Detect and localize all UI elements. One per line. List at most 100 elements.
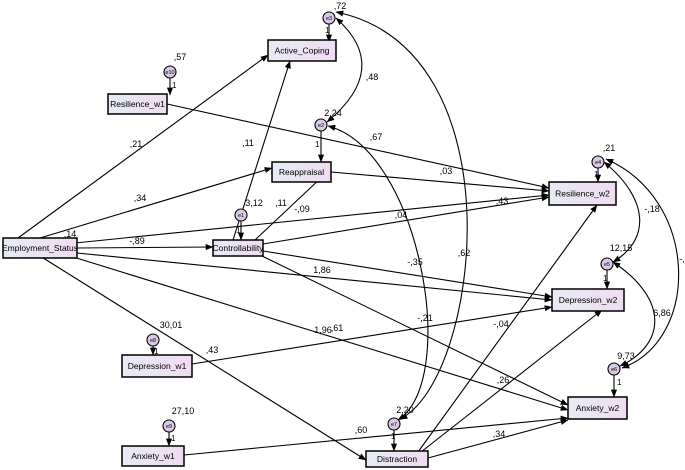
path-controllability-to-anxiety-w2 <box>261 255 569 406</box>
variable-employment-status: Employment_Status <box>2 237 78 259</box>
coef-controllability-resilience-w2: ,04 <box>395 210 408 220</box>
coef-employment-anxiety-w2: 1,96 <box>314 325 332 335</box>
cov-e5-e6 <box>612 261 656 367</box>
path-controllability-to-reappraisal <box>254 175 324 241</box>
error-variance: 3,12 <box>245 198 263 208</box>
error-e3: e3 ,72 1 <box>322 1 347 35</box>
error-e4: e4 ,21 1 <box>591 143 616 179</box>
path-employment-to-reappraisal <box>39 167 273 239</box>
variable-anxiety-w1: Anxiety_w1 <box>121 445 185 467</box>
error-loading: 1 <box>171 434 176 443</box>
error-variance: 27,10 <box>172 406 195 416</box>
variable-controllability: Controllability <box>212 239 264 257</box>
cov-value-e4-e6: -, <box>679 254 685 264</box>
error-loading: 1 <box>172 81 177 90</box>
coefficients-layer: ,21 ,34 ,14 -,89 1,86 1,96 ,43 ,11 ,11 ,… <box>64 72 685 439</box>
error-name: e3 <box>326 16 332 22</box>
path-distraction-to-depression-w2 <box>420 309 603 453</box>
cov-value-e4-e5: -,18 <box>644 204 660 214</box>
path-employment-to-distraction <box>39 255 367 461</box>
cov-value-e5-e6: 6,86 <box>653 308 671 318</box>
path-employment-to-depression-w2 <box>76 252 553 303</box>
error-e7: e7 2,20 1 <box>387 405 414 441</box>
coef-controllability-active-coping: ,11 <box>242 138 254 148</box>
coef-controllability-reappraisal: ,11 <box>275 198 287 208</box>
path-resilience-w1-to-resilience-w2 <box>166 103 550 190</box>
variable-label: Resilience_w1 <box>110 99 165 109</box>
error-name: e10 <box>165 70 174 76</box>
error-loading: 1 <box>325 26 330 35</box>
variable-label: Resilience_w2 <box>555 188 610 198</box>
coef-employment-distraction: ,43 <box>206 345 219 355</box>
coef-reappraisal-resilience-w2: ,03 <box>440 166 453 176</box>
error-variance: 2,24 <box>324 108 342 118</box>
error-name: e8 <box>150 338 156 344</box>
variable-label: Active_Coping <box>275 45 330 55</box>
variable-active-coping: Active_Coping <box>267 39 337 62</box>
error-loading: 1 <box>154 347 159 356</box>
paths-layer <box>17 24 618 461</box>
error-loading: 1 <box>594 170 599 179</box>
path-distraction-to-resilience-w2 <box>417 204 598 453</box>
error-e9: e9 27,10 1 <box>162 406 195 443</box>
variable-label: Depression_w2 <box>559 295 618 305</box>
coef-distraction-resilience-w2: ,62 <box>458 248 471 258</box>
error-name: e5 <box>604 262 610 268</box>
error-name: e1 <box>238 213 244 219</box>
error-e5: e5 12,15 1 <box>600 243 633 283</box>
error-e6: e6 9,73 1 <box>607 351 635 387</box>
path-employment-to-resilience-w2 <box>74 192 550 244</box>
error-name: e7 <box>391 422 397 428</box>
coef-employment-resilience-w2: ,14 <box>64 229 77 239</box>
error-variance: 2,20 <box>396 405 414 415</box>
coef-anxiety-w1-anxiety-w2: ,60 <box>355 425 368 435</box>
path-employment-to-active-coping <box>17 54 269 239</box>
error-variance: 30,01 <box>160 320 183 330</box>
error-e2: e2 2,24 1 <box>314 108 342 149</box>
error-variance: 9,73 <box>617 351 635 361</box>
path-employment-to-anxiety-w2 <box>69 255 569 411</box>
variable-reappraisal: Reappraisal <box>271 161 332 183</box>
path-distraction-to-anxiety-w2 <box>427 418 569 459</box>
cov-e4-e6 <box>605 158 680 369</box>
coef-employment-depression-w2: 1,86 <box>313 265 331 275</box>
cov-value-depression-w1-anxiety-w2: ,26 <box>497 375 510 385</box>
covariances-layer <box>326 10 680 421</box>
coef-distraction-depression-w2: -,04 <box>493 319 509 329</box>
cov-value-e3-e7: -,09 <box>294 204 310 214</box>
path-anxiety-w1-to-anxiety-w2 <box>183 415 569 456</box>
error-variance: ,21 <box>603 143 616 153</box>
variable-depression-w2: Depression_w2 <box>551 288 625 312</box>
variable-resilience-w1: Resilience_w1 <box>107 93 168 115</box>
variable-distraction: Distraction <box>365 450 429 468</box>
error-variance: 12,15 <box>610 243 633 253</box>
coef-depression-w1-depression-w2: ,61 <box>331 323 344 333</box>
error-variance: ,57 <box>174 52 187 62</box>
error-variance: ,72 <box>334 1 347 11</box>
variable-label: Anxiety_w1 <box>131 451 175 461</box>
coef-employment-active-coping: ,21 <box>130 139 143 149</box>
variable-label: Depression_w1 <box>128 361 187 371</box>
error-name: e9 <box>166 424 172 430</box>
coef-controllability-depression-w2: -,35 <box>407 257 423 267</box>
cov-e3-e7 <box>335 10 468 420</box>
cov-e3-e2 <box>326 17 363 123</box>
error-loading: 1 <box>391 432 396 441</box>
error-name: e4 <box>595 160 601 166</box>
coef-employment-reappraisal: ,34 <box>134 193 147 203</box>
error-loading: 1 <box>315 140 320 149</box>
error-loading: 1 <box>603 274 608 283</box>
variable-resilience-w2: Resilience_w2 <box>548 181 617 206</box>
coef-employment-controllability: -,89 <box>129 236 145 246</box>
variable-label: Reappraisal <box>279 167 324 177</box>
error-name: e6 <box>611 367 617 373</box>
error-name: e2 <box>318 123 324 129</box>
coef-controllability-anxiety-w2: -,21 <box>417 313 433 323</box>
cov-value-e2-e7: ,43 <box>496 196 509 206</box>
error-loading: 1 <box>617 378 622 387</box>
error-e1: e1 3,12 1 <box>234 198 263 235</box>
coef-resilience-w1-resilience-w2: ,67 <box>370 132 383 142</box>
path-employment-to-controllability <box>76 243 214 251</box>
variable-label: Employment_Status <box>2 243 78 253</box>
